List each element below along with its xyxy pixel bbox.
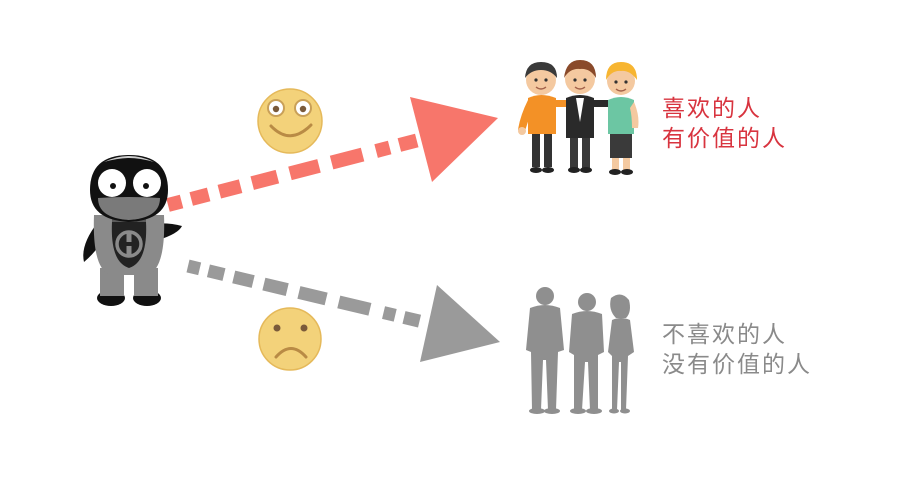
dashed-arrow-disliked — [186, 259, 500, 362]
dashed-arrow-liked — [166, 97, 498, 212]
arrow-disliked-head — [420, 285, 500, 362]
silhouette-left — [526, 287, 564, 414]
caption-disliked-line-2: 没有价值的人 — [662, 352, 812, 378]
friend-middle — [564, 60, 614, 173]
friend-right — [606, 62, 639, 175]
arrow-liked-shaft — [166, 128, 440, 212]
caption-disliked-line-1: 不喜欢的人 — [662, 322, 787, 348]
caption-liked-line-1: 喜欢的人 — [662, 96, 762, 122]
caption-liked-line-2: 有价值的人 — [662, 126, 787, 152]
friend-left — [518, 62, 576, 173]
caption-disliked-people: 不喜欢的人 没有价值的人 — [662, 320, 812, 380]
silhouette-middle — [569, 293, 604, 414]
silhouette-right — [608, 294, 634, 414]
arrow-disliked-shaft — [186, 259, 442, 333]
smiley-face-icon — [257, 88, 323, 154]
three-friends-icon — [518, 60, 639, 175]
caption-liked-people: 喜欢的人 有价值的人 — [662, 94, 787, 154]
people-silhouette-icon — [526, 287, 634, 414]
arrow-liked-head — [410, 97, 498, 182]
frowny-face-icon — [258, 307, 322, 371]
masked-mascot-icon — [83, 155, 182, 306]
